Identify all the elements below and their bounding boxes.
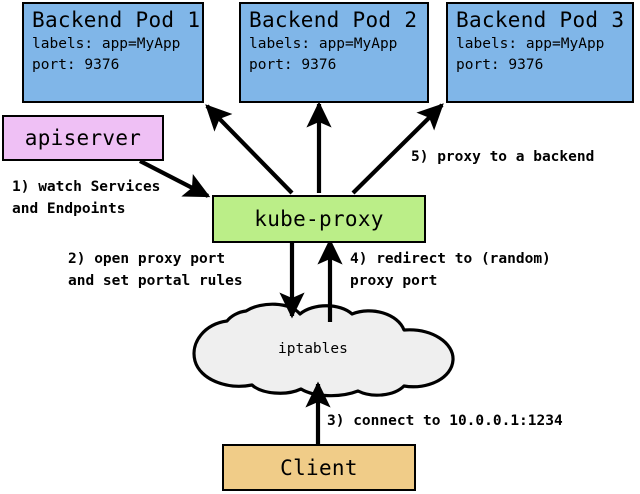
annotation-step-4: 4) redirect to (random) proxy port (350, 248, 551, 292)
backend-pod-1-port: port: 9376 (32, 57, 120, 73)
backend-pod-3-box: Backend Pod 3 labels: app=MyApp port: 93… (446, 2, 634, 103)
annotation-step-5: 5) proxy to a backend (411, 146, 594, 168)
edge-kube-proxy-to-pod-1 (205, 104, 294, 195)
backend-pod-2-port: port: 9376 (249, 57, 337, 73)
annotation-step-2-line-1: 2) open proxy port (68, 251, 226, 267)
backend-pod-3-port: port: 9376 (456, 57, 544, 73)
backend-pod-3-labels: labels: app=MyApp (456, 36, 605, 52)
apiserver-box: apiserver (2, 115, 164, 161)
edge-apiserver-to-kube-proxy (139, 159, 211, 198)
backend-pod-2-title: Backend Pod 2 (249, 8, 418, 32)
backend-pod-2-box: Backend Pod 2 labels: app=MyApp port: 93… (239, 2, 429, 103)
backend-pod-1-labels: labels: app=MyApp (32, 36, 181, 52)
annotation-step-2-line-2: and set portal rules (68, 273, 243, 289)
apiserver-label: apiserver (24, 126, 142, 150)
iptables-label: iptables (278, 341, 348, 357)
client-label: Client (280, 455, 358, 480)
client-box: Client (222, 444, 416, 491)
annotation-step-3-line-1: 3) connect to 10.0.0.1:1234 (327, 413, 563, 429)
annotation-step-1: 1) watch Services and Endpoints (12, 176, 160, 220)
annotation-step-4-line-2: proxy port (350, 273, 438, 289)
annotation-step-4-line-1: 4) redirect to (random) (350, 251, 551, 267)
kube-proxy-box: kube-proxy (212, 195, 426, 243)
annotation-step-1-line-2: and Endpoints (12, 201, 126, 217)
backend-pod-2-labels: labels: app=MyApp (249, 36, 398, 52)
annotation-step-5-line-1: 5) proxy to a backend (411, 149, 595, 165)
backend-pod-1-box: Backend Pod 1 labels: app=MyApp port: 93… (22, 2, 204, 103)
iptables-cloud-shape (192, 302, 455, 398)
annotation-step-2: 2) open proxy port and set portal rules (68, 248, 243, 292)
kube-proxy-label: kube-proxy (254, 207, 384, 231)
annotation-step-3: 3) connect to 10.0.0.1:1234 (327, 410, 563, 432)
backend-pod-1-title: Backend Pod 1 (32, 8, 201, 32)
annotation-step-1-line-1: 1) watch Services (12, 179, 161, 195)
backend-pod-3-title: Backend Pod 3 (456, 8, 625, 32)
edge-kube-proxy-to-pod-3 (351, 103, 444, 195)
